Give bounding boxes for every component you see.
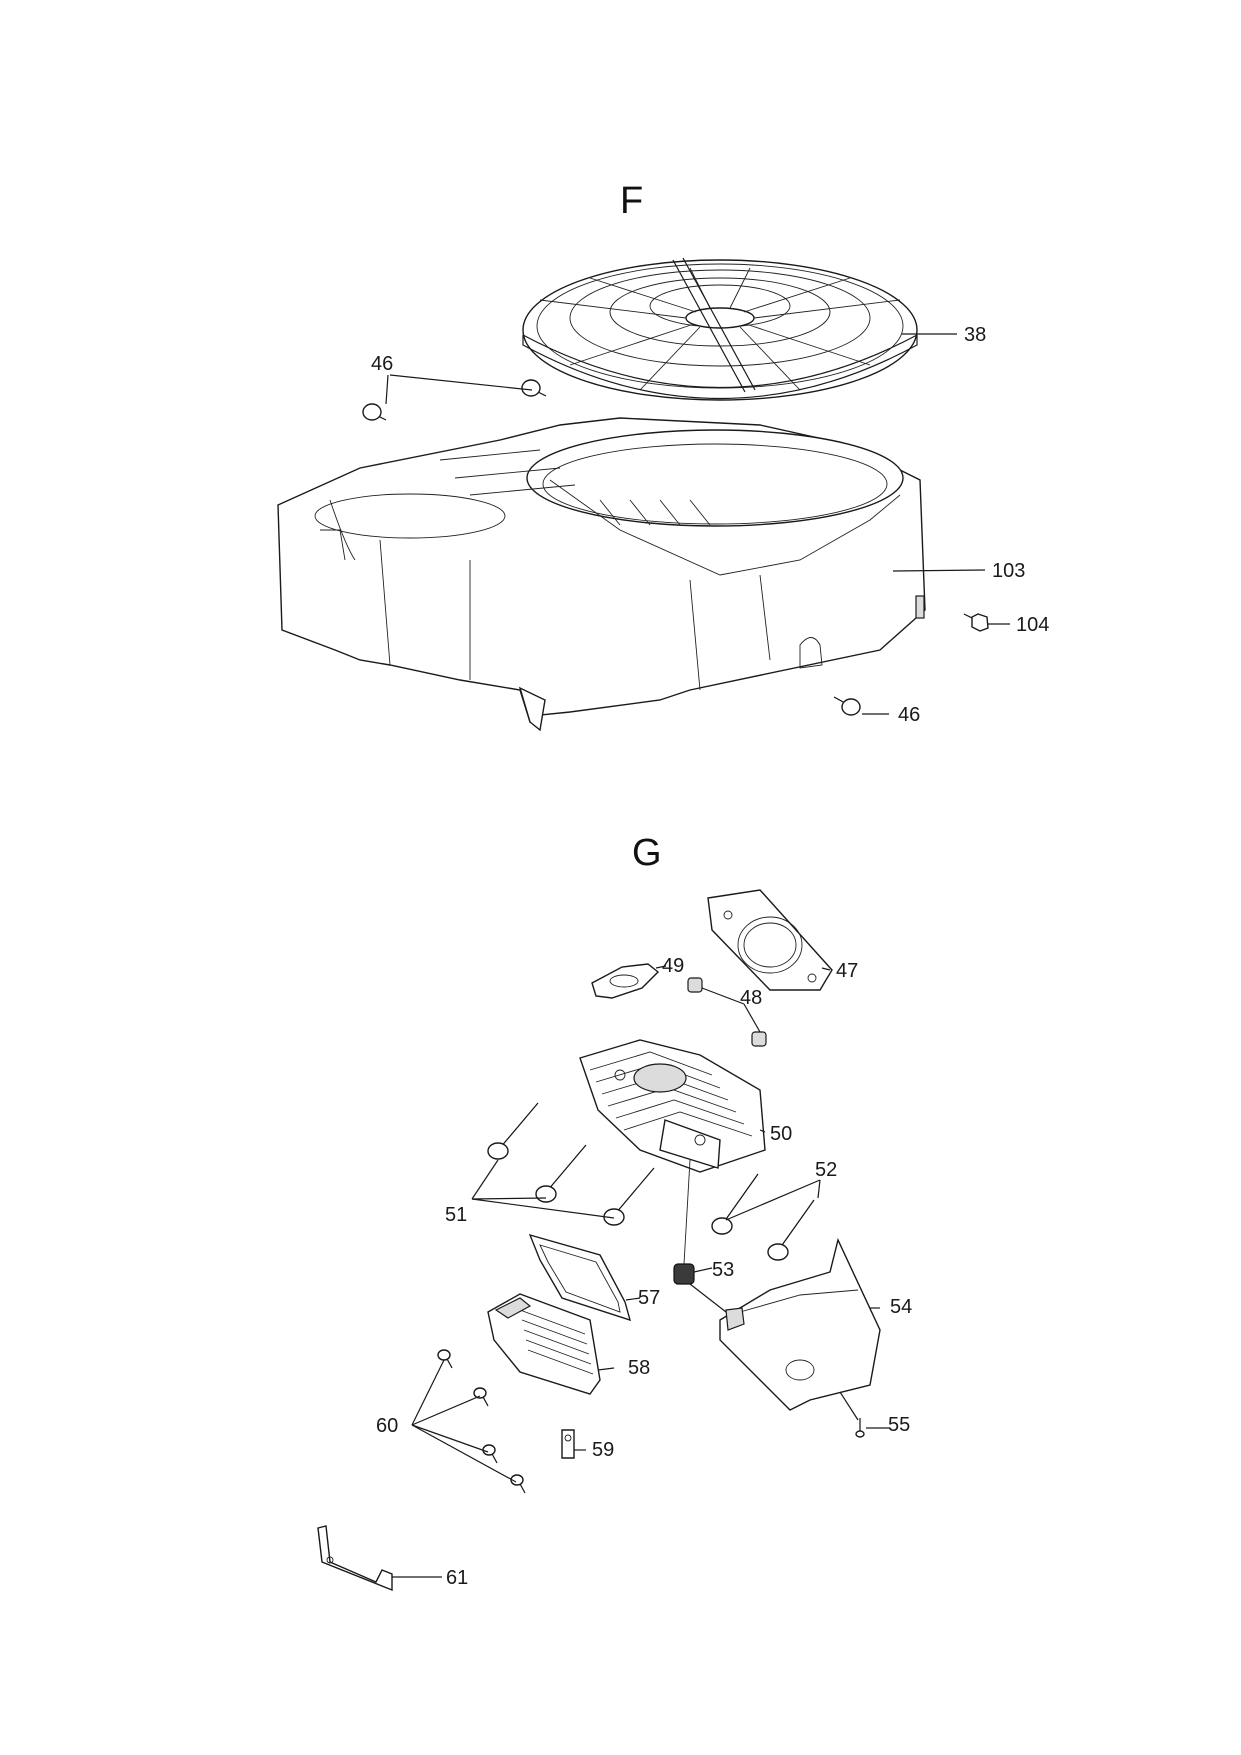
blower-housing-part (277, 417, 926, 732)
callout-48: 48 (740, 987, 763, 1009)
screw-46-top (521, 379, 547, 397)
screw-46-left (362, 403, 387, 421)
exhaust-gasket-part (591, 963, 660, 999)
dowel-pins-part (687, 977, 767, 1047)
bracket-61 (317, 1525, 393, 1592)
screw-55 (855, 1418, 865, 1438)
callout-38: 38 (964, 324, 987, 346)
callout-51: 51 (445, 1204, 468, 1226)
callout-49: 49 (662, 955, 685, 977)
callout-47: 47 (836, 960, 859, 982)
cover-gasket-part (528, 1233, 632, 1322)
callout-104: 104 (1016, 614, 1050, 636)
callout-58: 58 (628, 1357, 651, 1379)
cylinder-head-part (579, 1039, 766, 1173)
section-f-title: F (620, 180, 644, 222)
callout-53: 53 (712, 1259, 735, 1281)
screw-104 (963, 613, 989, 632)
leader-lines-section-f (385, 333, 1010, 715)
callout-55: 55 (888, 1414, 911, 1436)
callout-57: 57 (638, 1287, 661, 1309)
callout-60: 60 (376, 1415, 399, 1437)
callout-50: 50 (770, 1123, 793, 1145)
head-shield-part (719, 1237, 881, 1411)
callout-59: 59 (592, 1439, 615, 1461)
screw-46-bottom (833, 696, 861, 716)
callout-54: 54 (890, 1296, 913, 1318)
callout-52: 52 (815, 1159, 838, 1181)
callout-61: 61 (446, 1567, 469, 1589)
bolts-52 (711, 1173, 815, 1261)
head-bolts-51 (487, 1102, 655, 1226)
section-g-title: G (632, 832, 662, 874)
screws-60 (437, 1349, 526, 1494)
head-gasket-part (707, 889, 833, 991)
head-cover-part (487, 1293, 601, 1395)
clip-59 (561, 1429, 575, 1459)
callout-46-bottom: 46 (898, 704, 921, 726)
spark-plug-part (673, 1159, 695, 1285)
rotating-screen-part (522, 257, 918, 401)
callout-103: 103 (992, 560, 1026, 582)
leader-lines-section-g (392, 965, 890, 1578)
callout-46-top: 46 (371, 353, 394, 375)
